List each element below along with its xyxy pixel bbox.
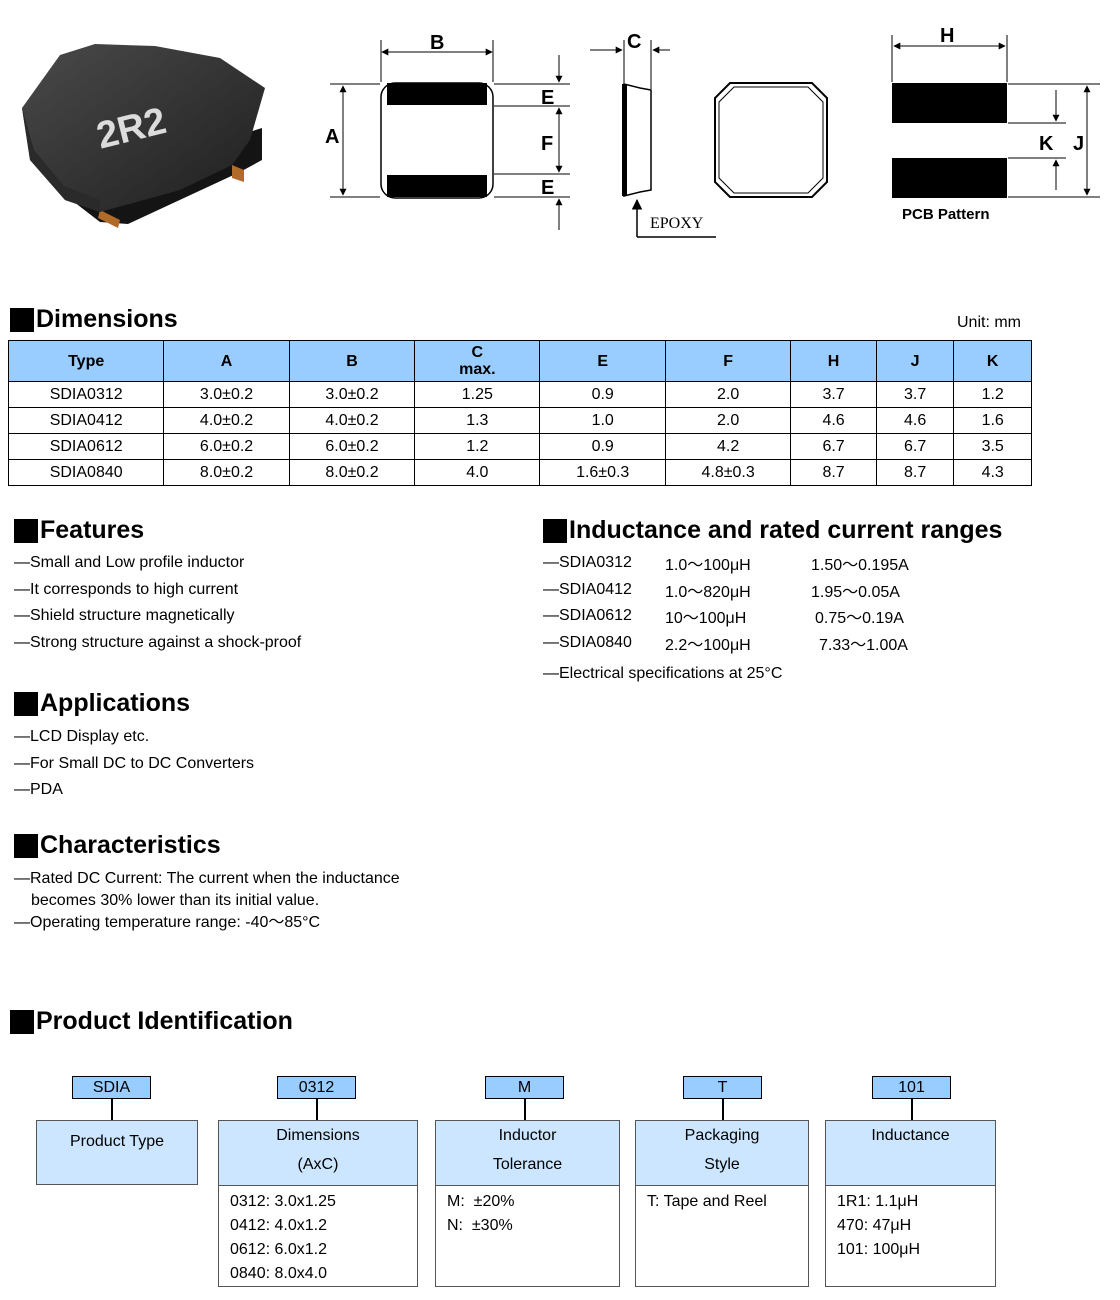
characteristics-list: ―Rated DC Current: The current when the …: [14, 868, 400, 934]
col-h: H: [790, 340, 877, 382]
connector-line: [316, 1099, 318, 1120]
list-item: ―LCD Display etc.: [14, 728, 150, 745]
inductance-note: ―Electrical specifications at 25°C: [543, 665, 783, 683]
connector-line: [911, 1099, 913, 1120]
technical-drawings: 2R2 B A E F E C EPOXY: [22, 25, 1100, 238]
list-item: ―Shield structure magnetically: [14, 607, 235, 624]
applications-title: Applications: [14, 689, 190, 718]
code-tag-type: SDIA: [72, 1076, 151, 1099]
col-b: B: [288, 340, 416, 382]
list-item: ―It corresponds to high current: [14, 580, 239, 598]
col-type: Type: [7, 340, 165, 382]
connector-line: [524, 1099, 526, 1120]
unit-label: Unit: mm: [957, 314, 1021, 331]
list-item: ―Strong structure against a shock-proof: [14, 633, 302, 651]
col-f: F: [664, 340, 792, 382]
pcb-pattern-drawing: H K J PCB Pattern: [891, 25, 1100, 223]
section-bullet-icon: [14, 833, 38, 858]
label-j: J: [1073, 133, 1084, 155]
section-bullet-icon: [14, 518, 38, 543]
product-type-box: Product Type: [36, 1120, 198, 1185]
label-e-top: E: [541, 87, 554, 109]
features-title: Features: [14, 516, 144, 545]
col-a: A: [163, 340, 290, 382]
tolerance-box: Inductor Tolerance M: ±20% N: ±30%: [435, 1120, 620, 1287]
epoxy-label: EPOXY: [650, 215, 704, 232]
section-bullet-icon: [10, 1009, 34, 1034]
side-view-drawing: C EPOXY: [590, 31, 716, 238]
inductance-box: Inductance 1R1: 1.1μH 470: 47μH 101: 100…: [825, 1120, 996, 1287]
list-item: ―Small and Low profile inductor: [14, 554, 245, 571]
inductance-title: Inductance and rated current ranges: [543, 516, 1002, 545]
dimensions-title: Dimensions: [10, 305, 178, 334]
label-b: B: [430, 32, 444, 54]
list-item: ―Rated DC Current: The current when the …: [14, 870, 400, 887]
list-item: ―Operating temperature range: -40～85°C: [14, 914, 321, 931]
section-bullet-icon: [10, 307, 34, 332]
dimensions-box: Dimensions (AxC) 0312: 3.0x1.25 0412: 4.…: [218, 1120, 418, 1287]
features-list: ―Small and Low profile inductor ―It corr…: [14, 550, 301, 656]
label-e-bottom: E: [541, 177, 554, 199]
top-view-drawing: [714, 82, 828, 198]
list-item: ―For Small DC to DC Converters: [14, 754, 255, 772]
pcb-pattern-label: PCB Pattern: [902, 206, 990, 223]
col-k: K: [953, 340, 1032, 382]
connector-line: [111, 1099, 113, 1120]
product-id-title: Product Identification: [10, 1007, 293, 1036]
label-a: A: [325, 126, 339, 148]
label-c: C: [627, 31, 641, 53]
front-view-drawing: B A E F E: [325, 32, 570, 230]
list-item-continued: becomes 30% lower than its initial value…: [31, 892, 320, 909]
inductor-photo: 2R2: [22, 44, 265, 228]
label-h: H: [940, 25, 954, 47]
col-e: E: [539, 340, 666, 382]
packaging-box: Packaging Style T: Tape and Reel: [635, 1120, 809, 1287]
list-item: ―PDA: [14, 781, 63, 798]
label-f: F: [541, 133, 553, 155]
code-tag-dimensions: 0312: [277, 1076, 356, 1099]
section-bullet-icon: [543, 518, 567, 543]
code-tag-tolerance: M: [485, 1076, 564, 1099]
section-bullet-icon: [14, 691, 38, 716]
connector-line: [722, 1099, 724, 1120]
applications-list: ―LCD Display etc. ―For Small DC to DC Co…: [14, 724, 254, 804]
label-k: K: [1039, 133, 1054, 155]
col-j: J: [875, 340, 955, 382]
code-tag-inductance: 101: [872, 1076, 951, 1099]
code-tag-packaging: T: [683, 1076, 762, 1099]
characteristics-title: Characteristics: [14, 831, 221, 860]
